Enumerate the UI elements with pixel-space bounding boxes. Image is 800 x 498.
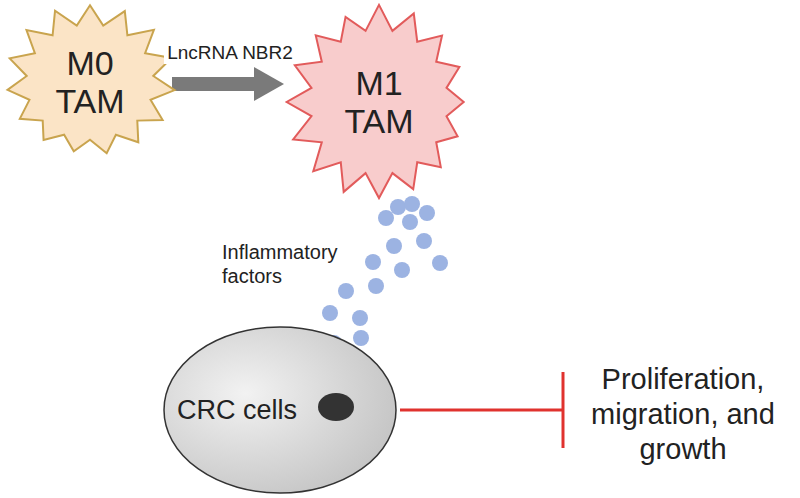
inflammatory-dot [416, 233, 432, 249]
starburst [8, 5, 175, 153]
node-label: CRC cells [172, 395, 302, 425]
inflammatory-dot [386, 238, 402, 254]
inflammatory-dot [378, 210, 394, 226]
macrophage-star: M1 TAM [284, 2, 474, 202]
outcome-label: Proliferation, migration, and growth [570, 362, 796, 466]
inflammatory-dot [322, 305, 338, 321]
factor-label: Inflammatory factors [222, 240, 342, 288]
inflammatory-dots [322, 196, 448, 351]
inflammatory-dot [404, 196, 420, 212]
macrophage-star: M0 TAM [2, 2, 178, 162]
inhibition-bar [562, 372, 565, 448]
inhibition-line [400, 409, 563, 412]
inflammatory-dot [390, 199, 406, 215]
arrow-connector [172, 77, 258, 91]
inflammatory-dot [368, 278, 384, 294]
edge-label: LncRNA NBR2 [164, 42, 296, 64]
inflammatory-dot [419, 205, 435, 221]
inflammatory-dot [402, 214, 418, 230]
starburst [287, 5, 464, 198]
inflammatory-dot [365, 254, 381, 270]
inflammatory-dot [338, 283, 354, 299]
cell-membrane [164, 327, 396, 493]
node-label: M0 TAM [45, 44, 135, 120]
inflammatory-dot [353, 330, 369, 346]
inflammatory-dot [352, 310, 368, 326]
nucleus [318, 393, 354, 421]
cell-shape: CRC cells [162, 325, 398, 495]
inflammatory-dot [432, 255, 448, 271]
inflammatory-dot [394, 262, 410, 278]
node-label: M1 TAM [334, 64, 424, 140]
